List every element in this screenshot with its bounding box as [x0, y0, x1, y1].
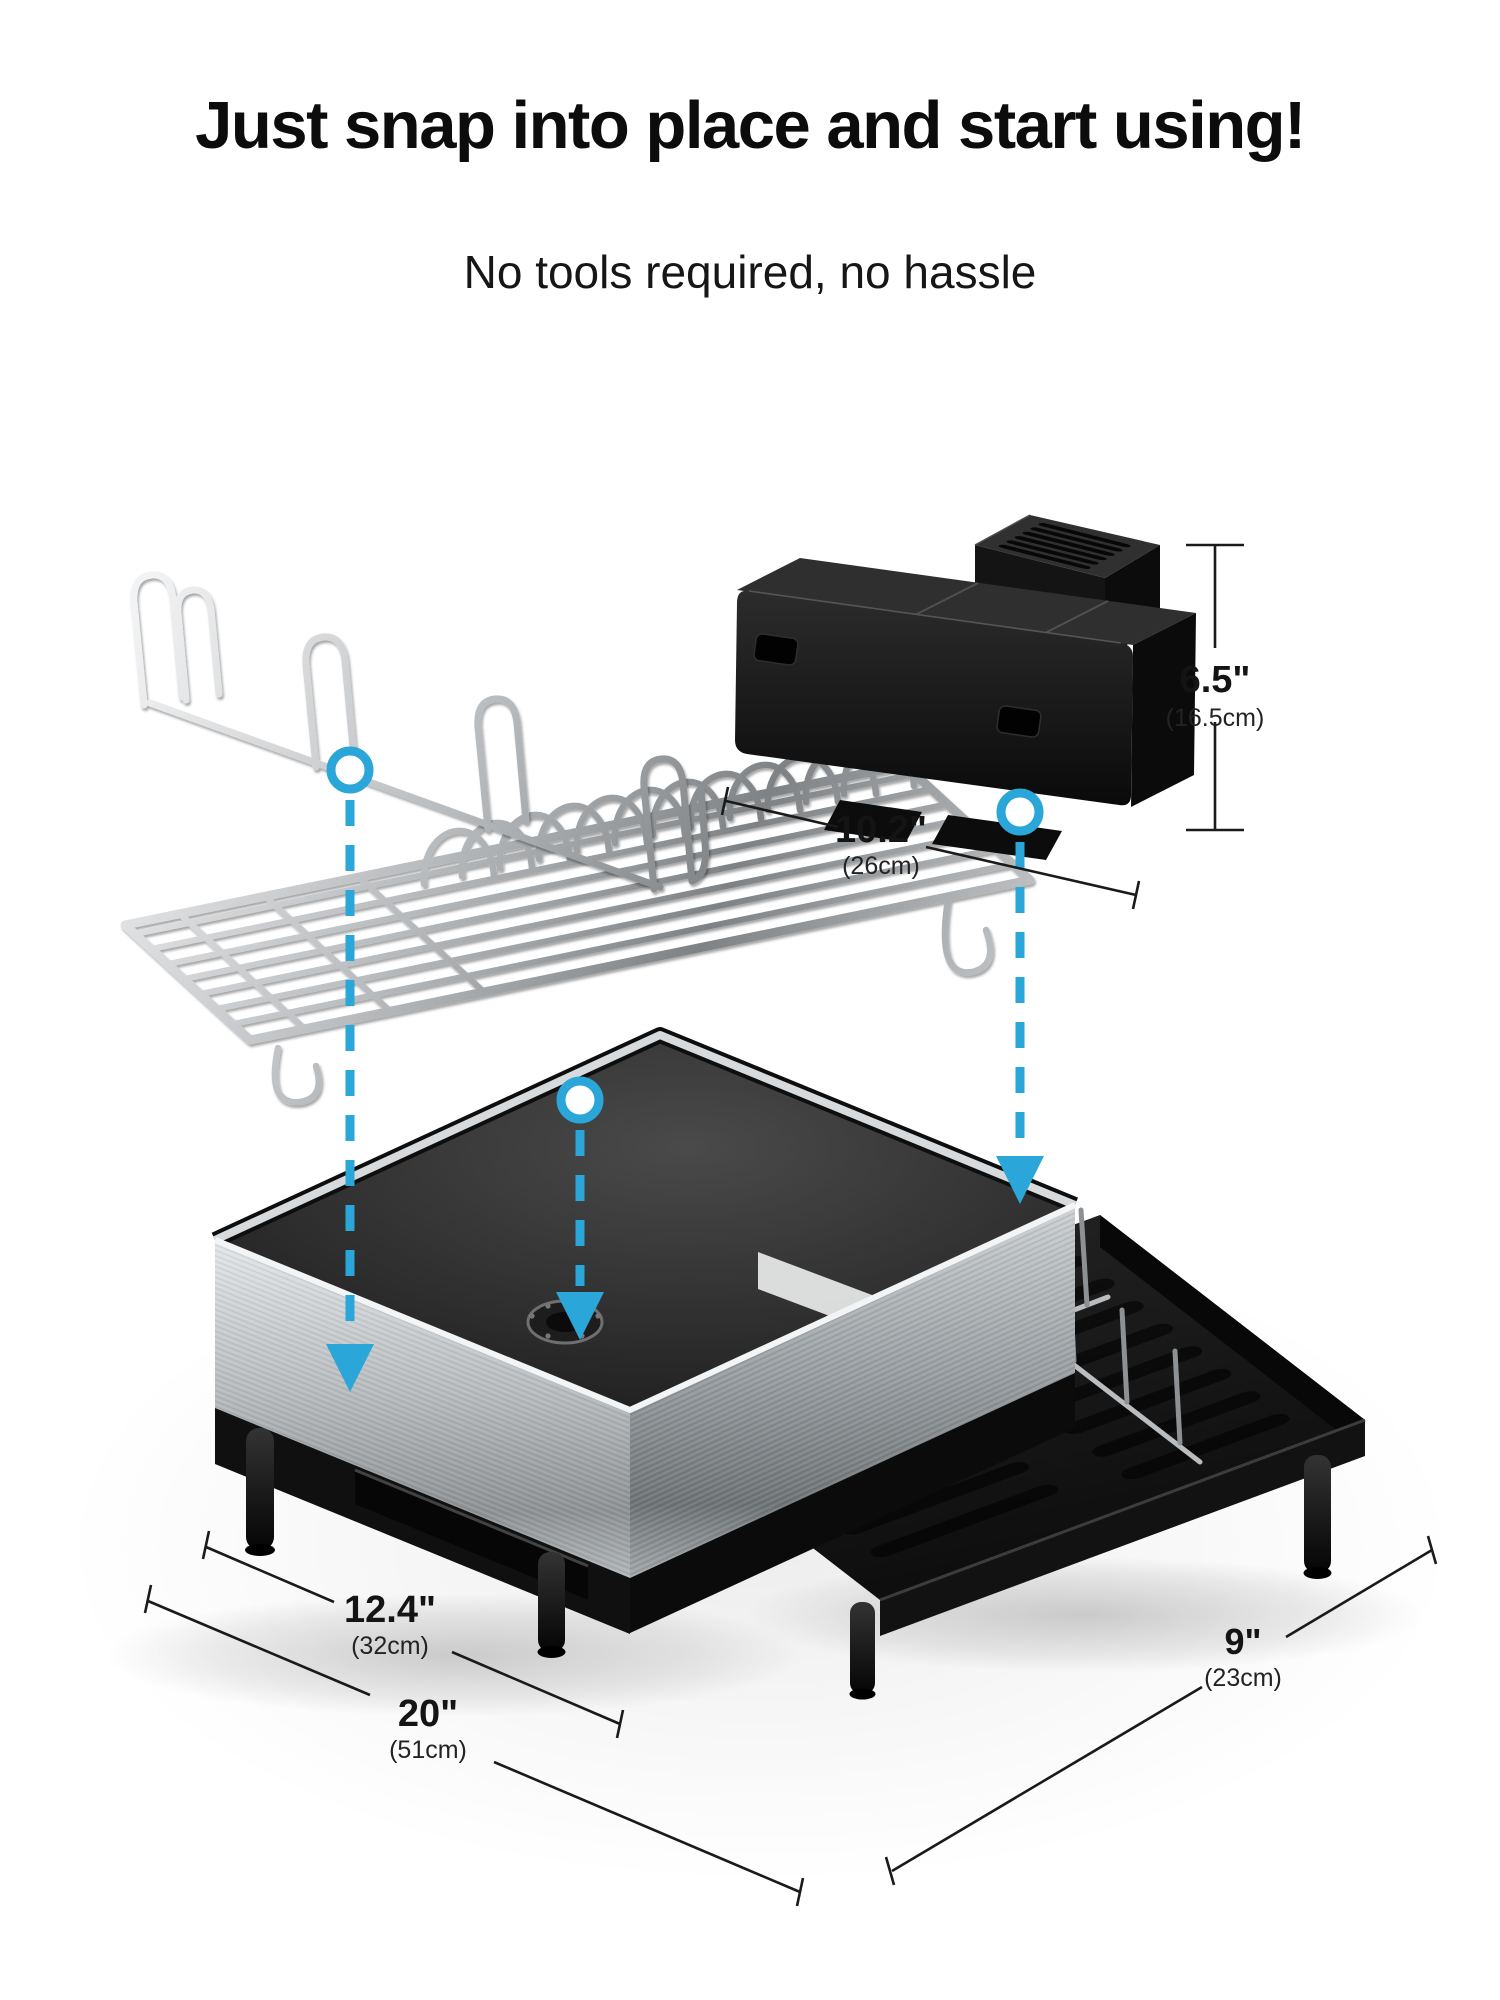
dimension-overall-width [143, 1584, 805, 1907]
caddy-front-face [735, 590, 1133, 806]
drip-basin-part [211, 1027, 1079, 1658]
dimension-caddy-width [720, 786, 1141, 910]
rack-mount-hook-left [271, 1044, 322, 1106]
dimension-lines [143, 543, 1438, 1907]
rack-mount-hook-right [941, 896, 994, 976]
label-drainboard-depth-in: 9" [1224, 1621, 1261, 1662]
label-caddy-width-cm: (26cm) [842, 852, 920, 880]
label-caddy-width-in: 10.2" [835, 809, 927, 851]
snap-arrow-middle [556, 1076, 604, 1286]
basin-base-right [630, 1373, 1075, 1633]
dimension-labels: 6.5" (16.5cm) 10.2" (26cm) 12.4" (32cm) … [344, 659, 1282, 1764]
drainboard-back-rim [1100, 1215, 1365, 1452]
dimension-caddy-height [1186, 543, 1244, 832]
snap-arrow-right [996, 788, 1044, 1150]
label-caddy-height-cm: (16.5cm) [1166, 704, 1265, 732]
spout-tray-recess [355, 1470, 588, 1600]
arrowhead-right [996, 1156, 1044, 1204]
snap-arrow-left [326, 746, 374, 1336]
utensil-caddy-part [735, 514, 1196, 860]
label-basin-width-in: 12.4" [344, 1589, 436, 1631]
arrowhead-left [326, 1344, 374, 1392]
caddy-hook-tab-right [996, 705, 1042, 738]
caddy-right-face [1131, 613, 1196, 807]
dimension-basin-width [201, 1530, 625, 1739]
caddy-hook-tab-left [753, 633, 799, 666]
page-subtitle: No tools required, no hassle [464, 246, 1037, 298]
label-basin-width-cm: (32cm) [351, 1632, 429, 1660]
label-overall-width-cm: (51cm) [389, 1736, 467, 1764]
tier-rack-part [120, 737, 1035, 1106]
label-drainboard-depth-cm: (23cm) [1204, 1664, 1282, 1692]
drainboard-front-rim [880, 1420, 1365, 1636]
label-caddy-height-in: 6.5" [1180, 659, 1251, 701]
dimension-drainboard-depth [884, 1535, 1438, 1886]
basin-legs [245, 1428, 566, 1658]
drainboard-legs [849, 1455, 1332, 1700]
assembly-arrows [326, 746, 1044, 1392]
side-hooks-part [130, 571, 709, 893]
page-title: Just snap into place and start using! [195, 88, 1305, 163]
arrowhead-middle [556, 1292, 604, 1340]
caddy-top-face [737, 558, 1196, 645]
label-overall-width-in: 20" [398, 1693, 458, 1735]
